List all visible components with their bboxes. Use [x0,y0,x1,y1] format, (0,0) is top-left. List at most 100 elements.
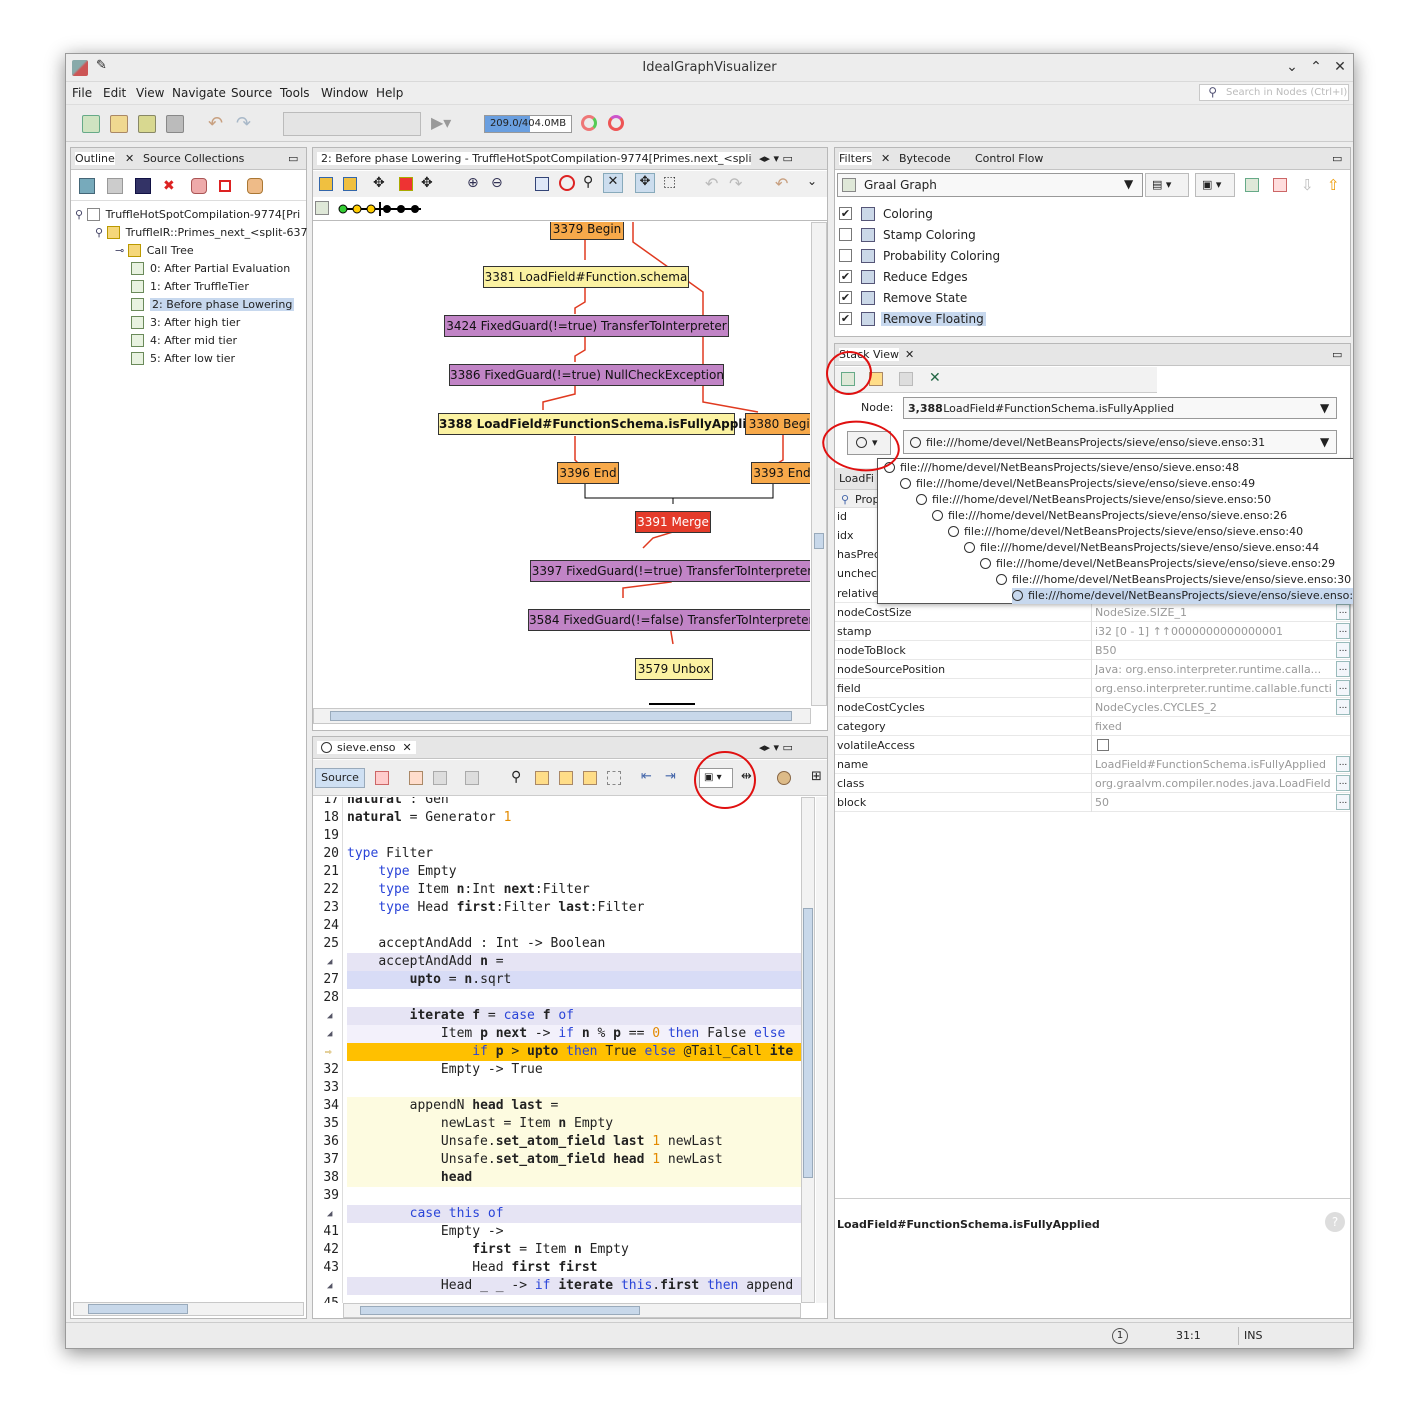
tree-root[interactable]: ⚲ TruffleHotSpotCompilation-9774[Pri [75,208,301,221]
filter-item[interactable]: ✔Remove Floating [839,309,1039,329]
edit-property-button[interactable]: ... [1336,642,1350,658]
menu-file[interactable]: File [72,86,93,100]
editor-vscroll[interactable] [801,797,815,1303]
stack-frame-item[interactable]: file:///home/devel/NetBeansProjects/siev… [948,524,1303,540]
layout-icon[interactable] [535,177,549,191]
back-icon[interactable]: ↶ [775,174,789,193]
collapse-icon[interactable] [343,177,357,191]
outline-hscroll[interactable] [73,1302,304,1316]
history-icon[interactable] [375,771,389,785]
tree-item-graph-4[interactable]: 4: After mid tier [131,334,237,347]
fold-icon[interactable]: ◢ [327,1029,333,1039]
stack-frame-menu-button[interactable]: ▾ [847,431,891,455]
stack-frame-item[interactable]: file:///home/devel/NetBeansProjects/siev… [900,476,1255,492]
stack-frame-item[interactable]: file:///home/devel/NetBeansProjects/siev… [996,572,1351,588]
find-next-icon[interactable] [559,771,573,785]
move-icon[interactable]: ✥ [373,175,385,191]
tree-item-graph-5[interactable]: 5: After low tier [131,352,235,365]
property-sort-icon[interactable]: ⚲ [841,493,850,506]
expand-icon[interactable] [319,177,333,191]
filter-item[interactable]: Stamp Coloring [839,225,1039,245]
property-row[interactable]: volatileAccess [835,736,1350,755]
filter-item[interactable]: ✔Remove State [839,288,1039,308]
save-all-icon[interactable] [135,178,151,194]
graph-node[interactable]: 3391 Merge [635,511,711,533]
minimize-icon[interactable]: ⌄ [1286,59,1298,75]
tree-group[interactable]: ⚲ TruffleIR::Primes_next_<split-637 [95,226,308,239]
scroll-thumb[interactable] [360,1306,640,1315]
close-icon[interactable]: ✕ [1334,59,1346,75]
tree-item-graph-1[interactable]: 1: After TruffleTier [131,280,249,293]
fold-icon[interactable]: ◢ [327,1281,333,1291]
graph-node[interactable]: 3381 LoadField#Function.schema [483,266,689,288]
grid-icon[interactable]: ⊞ [811,769,822,784]
location-select[interactable]: file:///home/devel/NetBeansProjects/siev… [903,430,1337,454]
minimize-icon[interactable]: ▭ [288,152,299,165]
save-profile-button[interactable]: ▤ ▾ [1145,173,1189,197]
scroll-thumb[interactable] [330,711,792,721]
save-icon[interactable] [166,115,184,133]
undo-icon[interactable]: ↶ [705,174,719,193]
forward-icon[interactable] [465,771,479,785]
selection-icon[interactable] [607,771,621,785]
fold-icon[interactable]: ◢ [327,1011,333,1021]
sync-icon[interactable] [841,372,855,386]
last-edit-icon[interactable] [409,771,423,785]
diff-icon[interactable] [247,178,263,194]
menu-window[interactable]: Window [321,86,369,100]
scroll-thumb[interactable] [814,533,824,549]
graph-node[interactable]: 3584 FixedGuard(!=false) TransferToInter… [528,609,810,631]
graph-node[interactable]: 3379 Begin [550,222,624,240]
zoom-in-icon[interactable]: ⊕ [467,175,479,191]
checkbox-unchecked[interactable] [1097,739,1109,751]
remove-filter-icon[interactable] [1273,178,1287,192]
satellite-icon[interactable]: ✕ [603,173,623,193]
edit-property-button[interactable]: ... [1336,623,1350,639]
graph-node[interactable]: 3388 LoadField#FunctionSchema.isFullyApp… [438,413,763,435]
search-icon[interactable]: ⚲ [583,174,594,190]
close-icon[interactable]: ✕ [881,152,891,165]
tab-stack-view[interactable]: Stack View [839,348,900,361]
import-icon[interactable] [79,178,95,194]
refresh-icon[interactable] [869,372,883,386]
stack-frame-item[interactable]: file:///home/devel/NetBeansProjects/siev… [884,460,1239,476]
pan-icon[interactable]: ✥ [635,173,655,193]
menu-navigate[interactable]: Navigate [172,86,226,100]
more-icon[interactable]: ⌄ [807,174,818,188]
graph-node[interactable]: 3579 Unbox [635,658,713,680]
hide-icon[interactable] [399,177,413,191]
edit-property-button[interactable]: ... [1336,661,1350,677]
source-button[interactable]: Source [315,768,365,788]
edit-property-button[interactable]: ... [1336,775,1350,791]
graph-node[interactable]: 3424 FixedGuard(!=true) TransferToInterp… [444,315,729,337]
tree-item-call-tree[interactable]: ⊸ Call Tree [115,244,194,257]
stack-frame-item[interactable]: file:///home/devel/NetBeansProjects/siev… [932,508,1287,524]
shift-left-icon[interactable]: ⇤ [641,769,652,784]
select-icon[interactable]: ⬚ [663,174,677,190]
phase-slider[interactable] [337,201,427,217]
tab-editor[interactable]: sieve.enso ✕ [317,741,416,754]
graph-node[interactable]: 3386 FixedGuard(!=true) NullCheckExcepti… [449,364,724,386]
remove-all-icon[interactable] [191,178,207,194]
tree-item-graph-3[interactable]: 3: After high tier [131,316,240,329]
graph-canvas[interactable]: 3379 Begin 3381 LoadField#Function.schem… [313,222,810,706]
checkbox-checked[interactable]: ✔ [839,312,852,325]
disabled-icon[interactable] [899,372,913,386]
profile-icon[interactable] [608,115,624,131]
graph-vscroll[interactable] [811,222,827,706]
notifications-icon[interactable]: 1 [1112,1328,1128,1344]
expand-icon[interactable]: ✕ [929,370,941,386]
save-icon[interactable] [107,178,123,194]
zoom-out-icon[interactable]: ⊖ [491,175,503,191]
memory-bar[interactable]: 209.0/404.0MB [484,115,572,133]
